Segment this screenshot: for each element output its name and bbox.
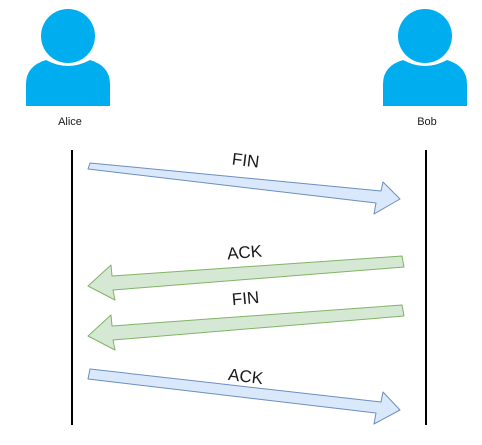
arrow-right-blue — [87, 368, 401, 425]
user-icon — [383, 9, 467, 106]
actor-label-alice: Alice — [58, 116, 82, 128]
message-ack-bob-to-alice: ACK — [87, 241, 405, 301]
message-label-fin-2: FIN — [231, 288, 260, 309]
user-icon-body — [383, 60, 467, 106]
message-label-ack-1: ACK — [226, 241, 263, 263]
message-label-ack-2: ACK — [227, 365, 265, 388]
user-icon-head — [41, 9, 95, 63]
message-label-fin-1: FIN — [231, 149, 261, 171]
user-icon-body — [26, 60, 110, 106]
actor-label-bob: Bob — [417, 116, 437, 128]
arrow-left-green — [87, 255, 405, 301]
actor-bob: Bob — [383, 9, 467, 128]
message-fin-bob-to-alice: FIN — [87, 288, 405, 351]
message-fin-alice-to-bob: FIN — [87, 149, 401, 215]
arrow-right-blue — [87, 162, 401, 215]
user-icon-head — [398, 9, 452, 63]
message-ack-alice-to-bob: ACK — [87, 365, 401, 425]
arrow-left-green — [87, 304, 405, 351]
actor-alice: Alice — [26, 9, 110, 128]
user-icon — [26, 9, 110, 106]
